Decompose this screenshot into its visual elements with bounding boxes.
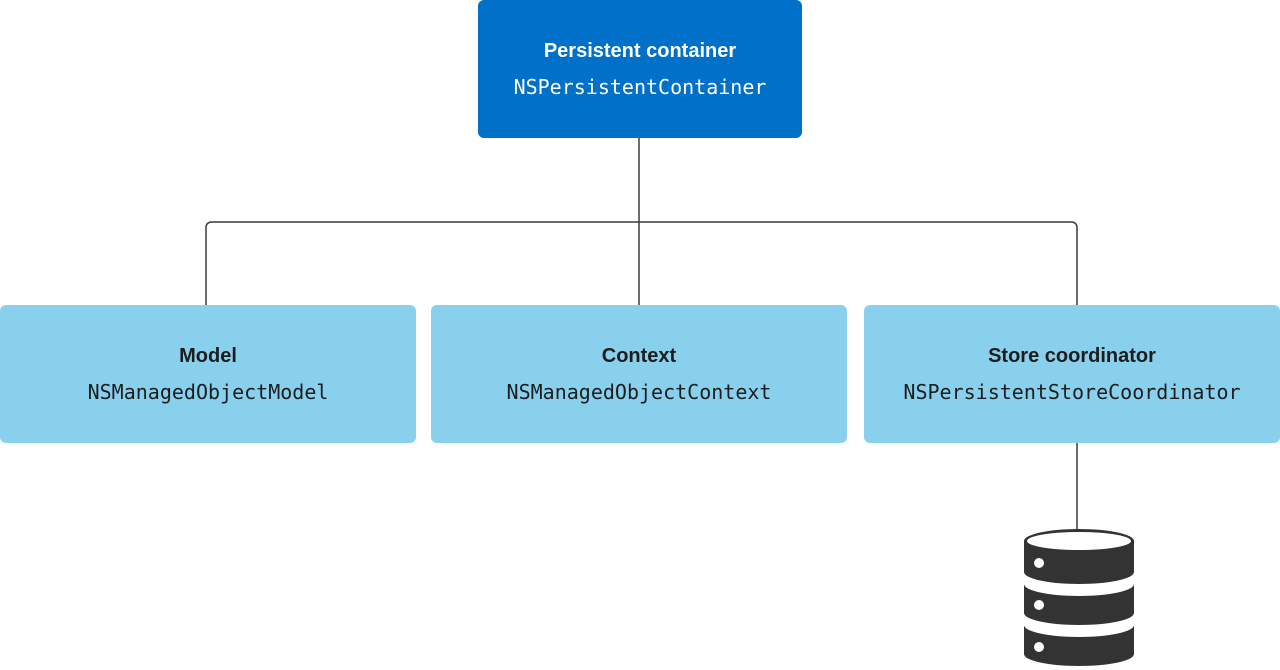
node-title: Model	[179, 345, 237, 367]
model-node: Model NSManagedObjectModel	[0, 305, 416, 443]
node-title: Store coordinator	[988, 345, 1156, 367]
node-title: Context	[601, 345, 677, 367]
store-coordinator-node: Store coordinator NSPersistentStoreCoord…	[864, 305, 1280, 443]
persistent-container-node: Persistent container NSPersistentContain…	[478, 0, 802, 138]
database-icon	[1024, 529, 1134, 666]
node-class-name: NSPersistentStoreCoordinator	[903, 380, 1241, 404]
node-class-name: NSManagedObjectModel	[87, 380, 329, 404]
node-class-name: NSPersistentContainer	[513, 75, 767, 99]
node-class-name: NSManagedObjectContext	[506, 380, 772, 404]
connector-to-coordinator	[639, 221, 1078, 305]
connector-to-model	[205, 221, 639, 305]
node-title: Persistent container	[543, 40, 737, 62]
context-node: Context NSManagedObjectContext	[431, 305, 847, 443]
